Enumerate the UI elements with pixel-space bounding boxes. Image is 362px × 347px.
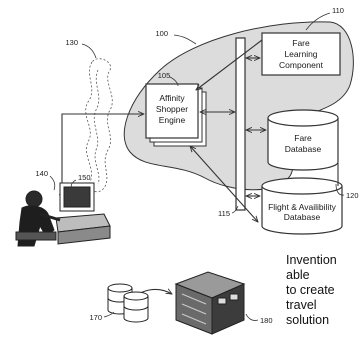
ref-bus: 115 bbox=[218, 209, 230, 218]
ref-network: 130 bbox=[65, 38, 78, 47]
leader-lines bbox=[49, 12, 345, 321]
affinity-shopper-engine: Affinity Shopper Engine bbox=[145, 83, 207, 147]
fare-database: Fare Database bbox=[267, 109, 339, 171]
server-icon bbox=[174, 271, 246, 335]
fare-db-line-1: Fare bbox=[294, 133, 312, 143]
engine-line-1: Affinity bbox=[159, 93, 185, 103]
fare-db-line-2: Database bbox=[285, 144, 322, 154]
fare-learning-line-2: Learning bbox=[284, 49, 317, 59]
flight-db-line-1: Flight & Availibility bbox=[268, 202, 337, 212]
ref-system: 100 bbox=[155, 29, 168, 38]
flight-db-line-2: Database bbox=[284, 212, 321, 222]
ref-fare-db: 120 bbox=[346, 191, 359, 200]
bus-bar bbox=[235, 37, 246, 211]
caption-text: Invention able to create travel solution bbox=[286, 253, 337, 327]
fare-learning-engine-arrow bbox=[196, 39, 263, 90]
connectors bbox=[62, 39, 339, 305]
fare-learning-line-3: Component bbox=[279, 60, 324, 70]
fare-learning-component: Fare Learning Component bbox=[261, 32, 341, 76]
engine-line-2: Shopper bbox=[156, 104, 188, 114]
ref-user: 140 bbox=[35, 169, 48, 178]
ref-disks: 170 bbox=[89, 313, 102, 322]
fare-learning-line-1: Fare bbox=[292, 38, 310, 48]
disk-stack-icon bbox=[107, 283, 149, 323]
ref-workstation: 150 bbox=[78, 173, 91, 182]
engine-flight-db-arrow bbox=[190, 146, 258, 222]
engine-line-3: Engine bbox=[159, 115, 186, 125]
flight-availability-database: Flight & Availibility Database bbox=[261, 177, 343, 235]
computer-user-icon bbox=[15, 182, 111, 247]
ref-server: 180 bbox=[260, 316, 273, 325]
cloud-icon bbox=[85, 58, 113, 193]
reference-numerals: 100 110 105 130 140 150 120 115 170 180 bbox=[35, 6, 358, 325]
ref-engine: 105 bbox=[158, 71, 171, 80]
workstation-engine-link bbox=[62, 114, 144, 200]
ref-fare-learning: 110 bbox=[332, 6, 344, 15]
